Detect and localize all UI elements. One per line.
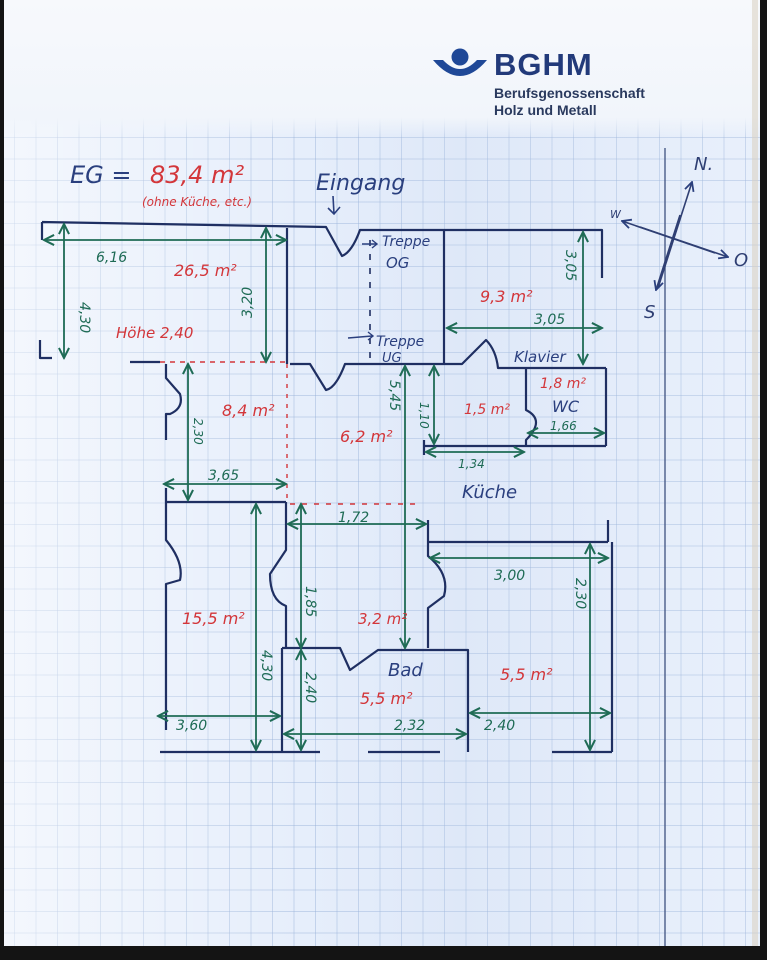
compass-north: N. — [694, 154, 713, 175]
area-bath: 5,5 m² — [360, 689, 413, 708]
label-bath: Bad — [388, 660, 423, 681]
dim-living-depth: 4,30 — [76, 302, 92, 333]
dim-ne-width: 3,05 — [534, 312, 565, 328]
area-south-east: 5,5 m² — [500, 665, 553, 684]
dimension-lines — [44, 224, 610, 750]
dim-dining-depth: 2,30 — [191, 418, 205, 445]
dim-wc-width: 1,66 — [550, 419, 577, 433]
compass: N. S W O — [610, 154, 748, 323]
north-arrow-icon — [657, 182, 692, 289]
paper-header — [4, 0, 760, 138]
compass-west: W — [610, 208, 622, 221]
area-north-east: 9,3 m² — [480, 287, 533, 306]
floor-label: EG = — [70, 161, 132, 189]
label-stairs-up-floor: OG — [386, 254, 409, 272]
total-area-note: (ohne Küche, etc.) — [142, 195, 252, 209]
stairs-up-arrow-icon — [362, 239, 379, 249]
label-stairs-down: Treppe — [376, 334, 424, 350]
dim-ne-depth: 3,05 — [562, 250, 578, 281]
dim-dining-width: 3,65 — [208, 468, 239, 484]
area-dining: 8,4 m² — [222, 401, 275, 420]
dim-small-height: 1,10 — [417, 402, 431, 429]
entrance-arrow-icon — [327, 195, 341, 216]
area-corridor: 3,2 m² — [358, 610, 407, 628]
compass-south: S — [644, 302, 655, 323]
bghm-logo-icon — [433, 48, 487, 76]
dim-se-depth: 2,30 — [572, 578, 588, 609]
area-small-room: 1,5 m² — [464, 402, 510, 418]
logo-line1: Berufsgenossenschaft — [494, 85, 645, 101]
dim-corridor-width: 1,72 — [338, 510, 369, 526]
total-area: 83,4 m² — [150, 161, 244, 189]
dim-corridor-depth: 1,85 — [302, 586, 318, 617]
dim-se-inner: 2,40 — [484, 718, 515, 734]
graph-paper — [4, 0, 760, 946]
dim-bath-width: 2,32 — [394, 718, 425, 734]
south-arrow-icon — [656, 214, 681, 290]
dim-bath-depth: 2,40 — [302, 672, 318, 703]
east-arrow-icon — [639, 226, 728, 257]
logo-line2: Holz und Metall — [494, 102, 597, 118]
dim-small-width: 1,34 — [458, 457, 485, 471]
entrance-label: Eingang — [316, 171, 405, 196]
label-stairs-up: Treppe — [382, 234, 430, 250]
partition-lines — [160, 240, 420, 505]
label-wc: WC — [552, 397, 580, 416]
paper-edge — [752, 0, 758, 946]
label-kitchen: Küche — [462, 482, 517, 503]
area-hall: 6,2 m² — [340, 427, 393, 446]
dim-bedroom-depth: 4,30 — [258, 650, 274, 681]
dim-hall-depth: 5,45 — [386, 380, 402, 411]
dim-se-width: 3,00 — [494, 568, 525, 584]
label-stairs-down-floor: UG — [382, 351, 402, 366]
dim-bedroom-width: 3,60 — [176, 718, 207, 734]
logo-name: BGHM — [494, 47, 593, 82]
area-wc: 1,8 m² — [540, 376, 586, 392]
area-living: 26,5 m² — [174, 261, 237, 280]
dim-living-width: 6,16 — [96, 250, 127, 266]
stairs-down-arrow-icon — [347, 331, 375, 341]
walls — [38, 220, 614, 754]
area-bedroom: 15,5 m² — [182, 609, 245, 628]
label-piano: Klavier — [514, 348, 566, 366]
dim-living-inner: 3,20 — [240, 287, 256, 318]
ceiling-height: Höhe 2,40 — [116, 324, 193, 342]
compass-east: O — [734, 250, 748, 271]
